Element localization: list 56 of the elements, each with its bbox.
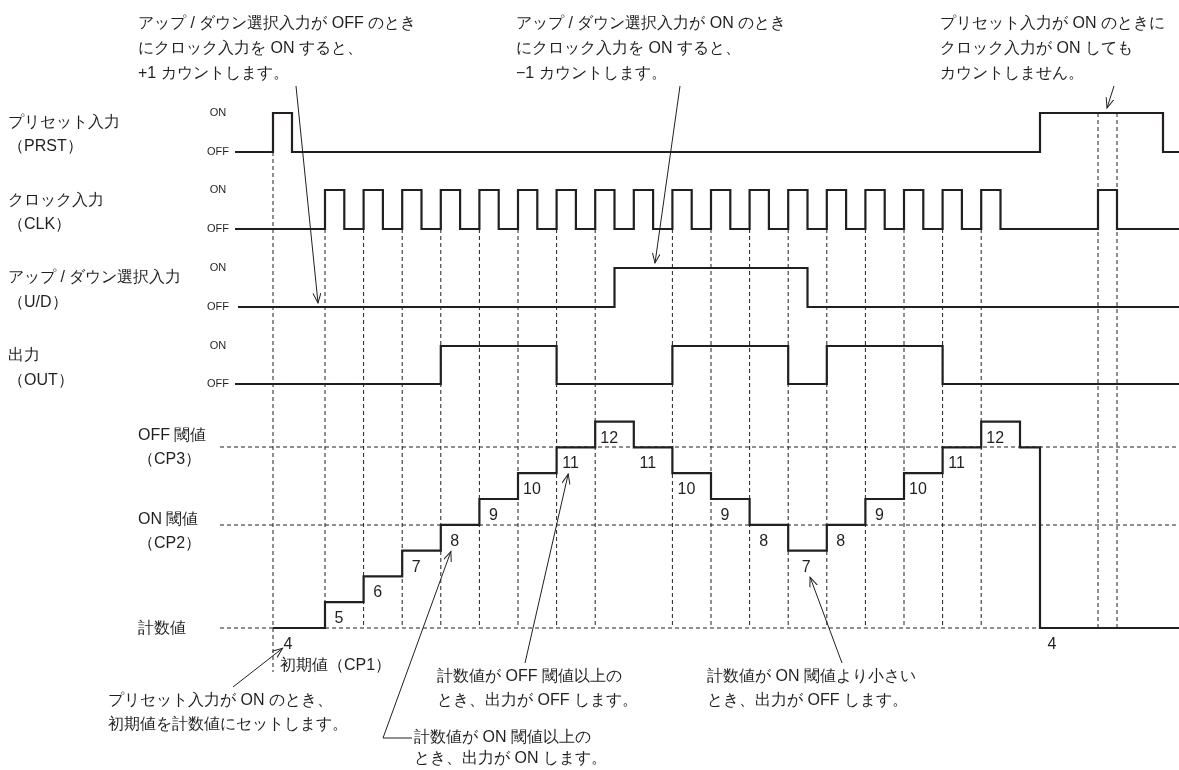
signal-name: （U/D） <box>8 292 68 312</box>
leader-arrow <box>809 576 843 664</box>
callout-text: アップ / ダウン選択入力が OFF のときにクロック入力を ON すると、+1 カウントします。 <box>138 13 417 83</box>
count-value: 7 <box>411 557 421 577</box>
signal-name: プリセット入力 <box>8 112 120 132</box>
signal-name: 出力 <box>8 345 40 365</box>
leader-arrow <box>651 85 681 264</box>
count-value: 8 <box>759 531 769 551</box>
threshold-label: （CP3） <box>138 449 202 469</box>
leader-arrow <box>295 85 322 304</box>
callout-text: プリセット入力が ON のときにクロック入力が ON してもカウントしません。 <box>940 13 1165 83</box>
count-value: 5 <box>334 608 344 628</box>
level-label: ON <box>209 183 227 197</box>
callout-text: 計数値が ON 閾値より小さいとき、出力が OFF します。 <box>707 666 916 710</box>
threshold-label: OFF 閾値 <box>138 425 207 445</box>
callout-text: 計数値が OFF 閾値以上のとき、出力が OFF します。 <box>437 666 638 710</box>
threshold-label: ON 閾値 <box>138 509 199 529</box>
level-label: OFF <box>207 145 229 159</box>
count-value: 11 <box>948 453 965 473</box>
signal-name: （OUT） <box>8 370 74 390</box>
count-value: 9 <box>874 505 884 525</box>
leader-arrow <box>232 647 283 688</box>
signal-name: （CLK） <box>8 214 72 234</box>
initial-value-label: 初期値（CP1） <box>280 655 392 675</box>
count-value: 10 <box>677 479 696 499</box>
threshold-label: （CP2） <box>138 533 202 553</box>
count-value: 11 <box>562 453 579 473</box>
leader-arrow <box>524 473 571 664</box>
count-value: 4 <box>1047 634 1057 654</box>
level-label: OFF <box>207 377 229 391</box>
leader-arrow <box>1105 85 1115 109</box>
count-value: 10 <box>909 479 927 499</box>
level-label: ON <box>209 339 227 353</box>
count-value: 12 <box>986 428 1005 448</box>
count-value: 12 <box>600 428 619 448</box>
threshold-label: 計数値 <box>138 618 186 638</box>
signal-name: （PRST） <box>8 136 83 156</box>
level-label: ON <box>209 106 227 120</box>
count-value: 7 <box>801 557 811 577</box>
count-value: 4 <box>283 634 293 654</box>
callout-text: 計数値が ON 閾値以上のとき、出力が ON します。 <box>414 727 607 768</box>
level-label: OFF <box>207 300 229 314</box>
signal-name: アップ / ダウン選択入力 <box>8 267 182 287</box>
count-value: 9 <box>488 505 498 525</box>
level-label: ON <box>209 261 227 275</box>
count-value: 6 <box>373 582 383 602</box>
callout-text: アップ / ダウン選択入力が ON のときにクロック入力を ON すると、−1 カウントします。 <box>516 13 787 83</box>
count-value: 8 <box>450 531 460 551</box>
signal-name: クロック入力 <box>8 190 104 210</box>
level-label: OFF <box>207 222 229 236</box>
count-value: 8 <box>836 531 846 551</box>
callout-text: プリセット入力が ON のとき、初期値を計数値にセットします。 <box>108 690 348 734</box>
count-value: 9 <box>720 505 730 525</box>
leader-arrow <box>382 550 452 739</box>
count-value: 10 <box>523 479 541 499</box>
count-value: 11 <box>639 453 657 473</box>
